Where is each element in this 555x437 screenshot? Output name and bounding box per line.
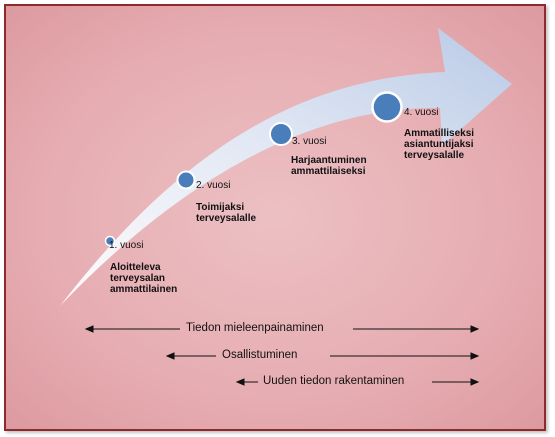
arrow-2-label: Osallistuminen <box>222 349 298 361</box>
arrow-3-right-head <box>470 378 480 386</box>
stage-3-year: 3. vuosi <box>292 136 327 147</box>
stage-1-title-line-2: terveysalan <box>110 273 166 284</box>
stage-2-title-line-1: Toimijaksi <box>196 202 245 213</box>
stage-4-marker <box>371 91 403 123</box>
stage-2-year: 2. vuosi <box>196 180 231 191</box>
arrow-3-label: Uuden tiedon rakentaminen <box>263 375 405 387</box>
stage-3-title-line-1: Harjaantuminen <box>291 155 367 166</box>
stage-4-year: 4. vuosi <box>404 107 439 118</box>
stage-4-title-line-2: asiantuntijaksi <box>404 139 474 150</box>
stage-3-marker <box>269 122 293 146</box>
stage-4-title: Ammatilliseksi asiantuntijaksi terveysal… <box>404 128 474 161</box>
arrow-2-left-head <box>165 352 175 360</box>
arrow-2-right-head <box>470 352 480 360</box>
stage-1-year: 1. vuosi <box>109 240 144 251</box>
stage-3-title: Harjaantuminen ammattilaiseksi <box>291 155 367 177</box>
stage-1-title: Aloitteleva terveysalan ammattilainen <box>110 262 177 295</box>
arrow-3-left-head <box>235 378 245 386</box>
arrow-1-left-head <box>84 325 94 333</box>
stage-2-title: Toimijaksi terveysalalle <box>196 202 256 224</box>
stage-4-title-line-3: terveysalalle <box>404 150 465 161</box>
stage-3-title-line-2: ammattilaiseksi <box>291 166 366 177</box>
stage-1-title-line-1: Aloitteleva <box>110 262 161 273</box>
stage-1-title-line-3: ammattilainen <box>110 284 178 295</box>
arrow-1-right-head <box>470 325 480 333</box>
stage-2-title-line-2: terveysalalle <box>196 213 257 224</box>
stage-2-marker <box>176 170 196 190</box>
stage-4-title-line-1: Ammatilliseksi <box>404 128 475 139</box>
stage-1-marker <box>104 235 116 247</box>
arrow-1-label: Tiedon mieleenpainaminen <box>186 322 324 334</box>
